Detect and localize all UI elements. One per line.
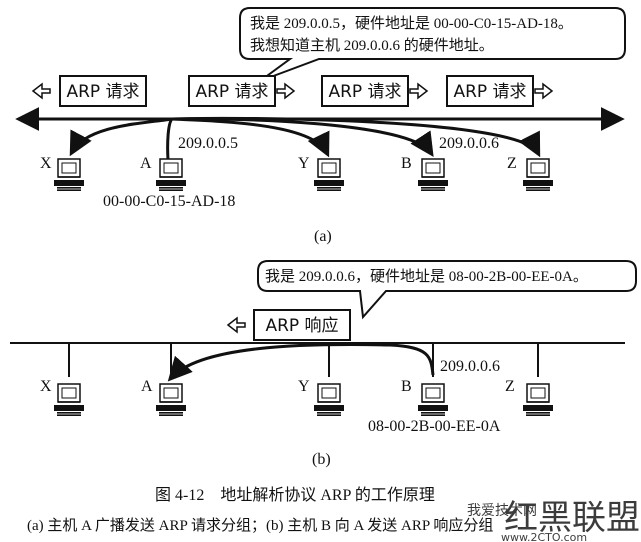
packet-left-b: ARP 响应 <box>226 309 351 341</box>
host-a-a <box>155 158 187 192</box>
host-x-a <box>53 158 85 192</box>
speech-bubble-b: 我是 209.0.0.6，硬件地址是 08-00-2B-00-EE-0A。 <box>257 260 637 320</box>
computer-icon <box>417 383 449 417</box>
host-y-a <box>313 158 345 192</box>
figure-subtitle: (a) 主机 A 广播发送 ARP 请求分组；(b) 主机 B 向 A 发送 A… <box>27 516 493 534</box>
computer-icon <box>417 158 449 192</box>
host-y-label-b: Y <box>298 378 310 395</box>
watermark: 我爱技术网 红黑联盟 www.2CTO.com <box>467 499 640 542</box>
host-b-a <box>417 158 449 192</box>
unicast-response-path <box>167 343 435 382</box>
broadcast-stem-a <box>166 117 174 161</box>
packet-right-a: ARP 请求 <box>321 75 429 107</box>
caption-a: (a) <box>314 228 332 245</box>
host-x-label-a: X <box>40 155 52 172</box>
ip-a-label-a: 209.0.0.5 <box>178 135 238 152</box>
bubble-a-line2: 我想知道主机 209.0.0.6 的硬件地址。 <box>250 37 494 54</box>
packet-a-1-label: ARP 请求 <box>66 82 139 102</box>
bubble-b-line1: 我是 209.0.0.6，硬件地址是 08-00-2B-00-EE-0A。 <box>265 268 588 285</box>
panel-a: 我是 209.0.0.5，硬件地址是 00-00-C0-15-AD-18。 我想… <box>15 7 626 245</box>
host-z-label-b: Z <box>505 378 515 395</box>
computer-icon <box>313 158 345 192</box>
computer-icon <box>522 383 554 417</box>
host-y-label-a: Y <box>298 155 310 172</box>
packet-far-right-a: ARP 请求 <box>446 75 554 107</box>
computer-icon <box>313 383 345 417</box>
figure-title: 图 4-12 地址解析协议 ARP 的工作原理 <box>155 486 435 504</box>
speech-bubble-a: 我是 209.0.0.5，硬件地址是 00-00-C0-15-AD-18。 我想… <box>239 7 626 82</box>
host-b-label-b: B <box>401 378 412 395</box>
bubble-a-line1: 我是 209.0.0.5，硬件地址是 00-00-C0-15-AD-18。 <box>250 15 573 32</box>
host-z-label-a: Z <box>507 155 517 172</box>
host-a-b <box>155 383 187 417</box>
figure-caption: 图 4-12 地址解析协议 ARP 的工作原理 (a) 主机 A 广播发送 AR… <box>27 486 493 534</box>
computer-icon <box>522 158 554 192</box>
host-x-b <box>53 383 85 417</box>
mac-a-label: 00-00-C0-15-AD-18 <box>103 193 235 210</box>
computer-icon <box>155 383 187 417</box>
computer-icon <box>155 158 187 192</box>
packet-center-a: ARP 请求 <box>188 75 296 107</box>
broadcast-to-z <box>171 116 541 158</box>
packet-b-label: ARP 响应 <box>265 316 338 336</box>
computer-icon <box>53 383 85 417</box>
host-b-b <box>417 383 449 417</box>
host-x-label-b: X <box>40 378 52 395</box>
host-z-b <box>522 383 554 417</box>
computer-icon <box>53 158 85 192</box>
mac-b-label: 08-00-2B-00-EE-0A <box>368 418 501 435</box>
host-y-b <box>313 383 345 417</box>
panel-b: 我是 209.0.0.6，硬件地址是 08-00-2B-00-EE-0A。 AR… <box>10 260 637 468</box>
broadcast-to-x <box>69 117 173 157</box>
host-b-label-a: B <box>401 155 412 172</box>
host-a-label-a: A <box>140 155 152 172</box>
packet-a-3-label: ARP 请求 <box>328 82 401 102</box>
watermark-url: www.2CTO.com <box>501 531 587 542</box>
packet-a-4-label: ARP 请求 <box>453 82 526 102</box>
caption-b: (b) <box>312 451 331 468</box>
watermark-brand: 红黑联盟 <box>504 499 640 537</box>
ip-b-label-b: 209.0.0.6 <box>440 358 500 375</box>
watermark-small: 我爱技术网 <box>467 503 537 519</box>
packet-left-a: ARP 请求 <box>31 75 147 107</box>
packet-a-2-label: ARP 请求 <box>195 82 268 102</box>
ip-b-label-a: 209.0.0.6 <box>439 135 499 152</box>
host-a-label-b: A <box>141 378 153 395</box>
host-z-a <box>522 158 554 192</box>
